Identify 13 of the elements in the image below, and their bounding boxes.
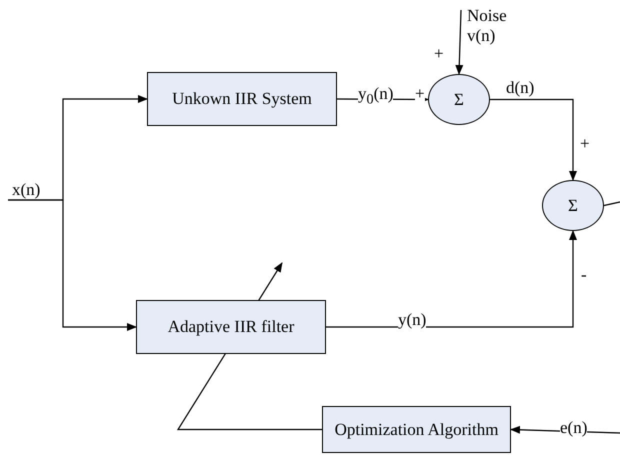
edge-label: d(n) [506,78,534,98]
arrow [8,199,137,331]
arrow [326,230,577,328]
summing-junction: Σ [542,180,604,231]
process-box: Adaptive IIR filter [136,300,326,354]
arrow [455,10,464,75]
process-box: Optimization Algorithm [322,406,511,453]
edge-label: y(n) [398,310,426,330]
summing-junction: Σ [428,74,490,125]
process-box: Unkown IIR System [147,72,337,126]
signal-label: x(n) [12,180,46,200]
arrow [490,98,577,181]
edge-label: e(n) [560,418,588,438]
